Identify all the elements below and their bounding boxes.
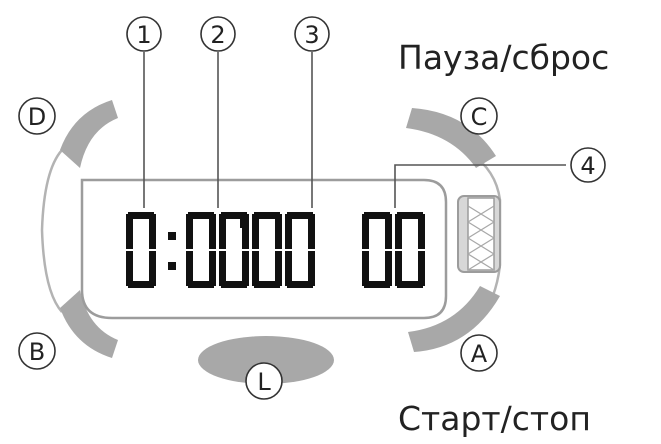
svg-text:4: 4 [580, 152, 595, 180]
label-a: A [460, 334, 498, 372]
button-d-pusher[interactable] [60, 100, 118, 168]
svg-text:L: L [257, 368, 271, 396]
digit-segment [242, 251, 249, 286]
digit-segment [221, 212, 247, 219]
label-c: C [460, 97, 498, 135]
callout-2: 2 [200, 16, 236, 52]
digit-segment [209, 214, 216, 249]
digit-segment [308, 214, 315, 249]
pause-reset-label: Пауза/сброс [398, 38, 609, 77]
digit-segment [395, 214, 402, 249]
digit-segment [221, 281, 247, 288]
digit-segment [186, 214, 193, 249]
svg-text:A: A [471, 340, 488, 368]
digit-segment [128, 212, 154, 219]
digit-segment [126, 214, 133, 249]
digit-segment [275, 251, 282, 286]
button-b-pusher[interactable] [60, 290, 118, 358]
digit-segment [219, 214, 226, 249]
digit-segment [254, 212, 280, 219]
time-readout [126, 212, 425, 288]
digit-segment [287, 281, 313, 288]
callout-lines [143, 52, 566, 208]
digit-segment [287, 212, 313, 219]
callout-4: 4 [570, 147, 606, 183]
svg-text:2: 2 [210, 21, 225, 49]
digit-segment [364, 212, 390, 219]
button-a-pusher[interactable] [408, 286, 500, 352]
digit-segment [285, 251, 292, 286]
digit-segment [308, 251, 315, 286]
digit-segment [362, 251, 369, 286]
digit-segment [188, 212, 214, 219]
colon-dot [168, 232, 176, 240]
digit-segment [209, 251, 216, 286]
digit-segment [252, 251, 259, 286]
digit-segment [219, 251, 226, 286]
svg-text:1: 1 [136, 21, 151, 49]
callout-1: 1 [126, 16, 162, 52]
digit-segment [397, 212, 423, 219]
digit-segment [149, 251, 156, 286]
label-b: B [18, 332, 56, 370]
digit-segment [364, 281, 390, 288]
crown-knob [457, 195, 501, 273]
callout-3: 3 [294, 16, 330, 52]
svg-text:B: B [29, 338, 45, 366]
digit-segment [252, 214, 259, 249]
label-l: L [245, 362, 283, 400]
digit-segment [418, 214, 425, 249]
digit-segment [385, 214, 392, 249]
button-c-pusher[interactable] [406, 108, 496, 168]
digit-segment [126, 251, 133, 286]
apostrophe-mark [240, 212, 246, 228]
start-stop-label: Старт/стоп [398, 399, 591, 438]
digit-segment [275, 214, 282, 249]
digit-segment [188, 281, 214, 288]
digit-segment [395, 251, 402, 286]
digit-segment [362, 214, 369, 249]
digit-segment [385, 251, 392, 286]
digit-segment [242, 214, 249, 249]
digit-segment [397, 281, 423, 288]
label-d: D [18, 97, 56, 135]
digit-segment [254, 281, 280, 288]
digit-segment [149, 214, 156, 249]
button-l-pusher[interactable] [198, 336, 334, 384]
digit-segment [186, 251, 193, 286]
lcd-display [80, 178, 448, 320]
digit-segment [285, 214, 292, 249]
digit-segment [418, 251, 425, 286]
colon-dot [168, 262, 176, 270]
svg-text:C: C [471, 103, 488, 131]
digit-segment [128, 281, 154, 288]
svg-text:3: 3 [304, 21, 319, 49]
svg-text:D: D [28, 103, 46, 131]
